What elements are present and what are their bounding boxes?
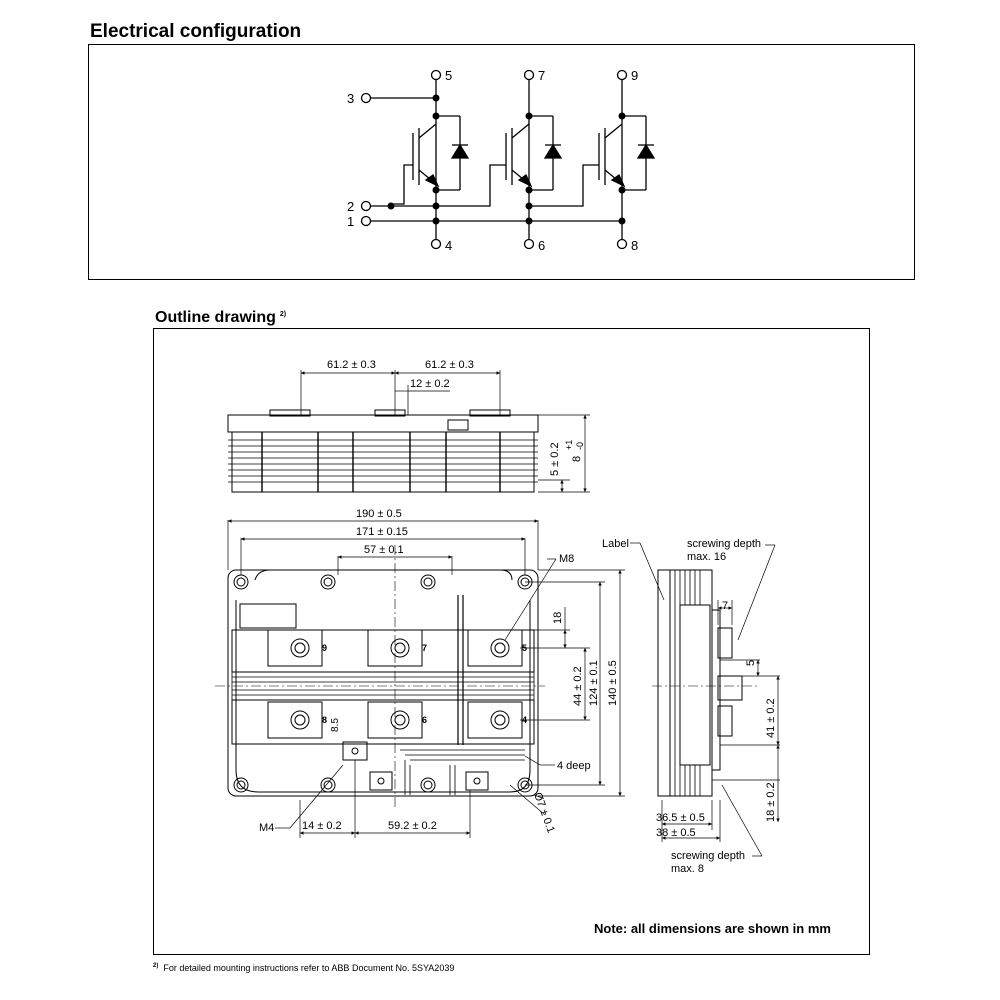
- dim-171: 171 ± 0.15: [356, 526, 408, 538]
- terminal-9-label: 9: [631, 68, 638, 83]
- dim-41: 41 ± 0.2: [765, 698, 777, 738]
- terminal-3-label: 3: [347, 91, 354, 106]
- pad-label-9: 9: [322, 643, 327, 653]
- label-m8: M8: [559, 553, 574, 565]
- dim-44: 44 ± 0.2: [572, 666, 584, 706]
- igbt-cell-3: [529, 79, 656, 240]
- dim-18-front: 18: [552, 612, 564, 624]
- terminal-2-label: 2: [347, 199, 354, 214]
- label-screwing-depth-16-line1: screwing depth: [687, 538, 761, 550]
- footnote: 2) For detailed mounting instructions ref…: [153, 963, 454, 973]
- pad-label-7: 7: [422, 643, 427, 653]
- dim-8-minus: -0: [575, 442, 585, 450]
- dim-hole-7: Ø7 ± 0.1: [531, 791, 557, 835]
- footnote-text: For detailed mounting instructions refer…: [163, 963, 455, 973]
- label-label: Label: [602, 538, 629, 550]
- dim-124: 124 ± 0.1: [588, 660, 600, 706]
- terminal-6-label: 6: [538, 238, 545, 253]
- terminal-5-label: 5: [445, 68, 452, 83]
- dim-36-5: 36.5 ± 0.5: [656, 812, 705, 824]
- dim-8-5: 8.5: [330, 718, 341, 732]
- igbt-cell-2: [436, 79, 563, 240]
- electrical-schematic: [360, 69, 656, 250]
- dimensions-note: Note: all dimensions are shown in mm: [594, 921, 831, 936]
- label-screwing-depth-8-line1: screwing depth: [671, 850, 745, 862]
- dim-59-2: 59.2 ± 0.2: [388, 820, 437, 832]
- dim-61-2-left: 61.2 ± 0.3: [327, 359, 376, 371]
- pad-label-4: 4: [522, 715, 527, 725]
- dim-38: 38 ± 0.5: [656, 827, 696, 839]
- dim-140: 140 ± 0.5: [607, 660, 619, 706]
- label-4-deep: 4 deep: [557, 760, 591, 772]
- dim-61-2-right: 61.2 ± 0.3: [425, 359, 474, 371]
- front-view: [215, 519, 625, 838]
- dim-8-plus: +1: [564, 440, 574, 450]
- dim-8: 8: [571, 456, 583, 462]
- label-m4: M4: [259, 822, 274, 834]
- side-view: [630, 542, 780, 857]
- terminal-1-label: 1: [347, 214, 354, 229]
- terminal-7-label: 7: [538, 68, 545, 83]
- pad-label-8: 8: [322, 715, 327, 725]
- outline-frame: [153, 328, 870, 955]
- top-view: [227, 370, 590, 493]
- pad-label-5: 5: [522, 643, 527, 653]
- terminal-8-label: 8: [631, 238, 638, 253]
- dim-14: 14 ± 0.2: [302, 820, 342, 832]
- section-title-electrical: Electrical configuration: [90, 21, 302, 42]
- outline-title-text: Outline drawing: [155, 309, 276, 326]
- dim-7: 7: [722, 600, 728, 612]
- pad-label-6: 6: [422, 715, 427, 725]
- label-screwing-depth-16-line2: max. 16: [687, 551, 726, 563]
- terminal-4-label: 4: [445, 238, 452, 253]
- dim-57: 57 ± 0.1: [364, 544, 404, 556]
- igbt-cell-1: [391, 79, 470, 240]
- dim-12: 12 ± 0.2: [410, 378, 450, 390]
- outline-title-footnote-ref: 2): [279, 311, 287, 318]
- dim-18-side: 18 ± 0.2: [765, 782, 777, 822]
- dim-5-side: 5: [745, 660, 757, 666]
- dim-5: 5 ± 0.2: [549, 442, 561, 476]
- footnote-mark: 2): [153, 963, 159, 969]
- dim-190: 190 ± 0.5: [356, 508, 402, 520]
- label-screwing-depth-8-line2: max. 8: [671, 863, 704, 875]
- schematic-frame: [88, 44, 915, 280]
